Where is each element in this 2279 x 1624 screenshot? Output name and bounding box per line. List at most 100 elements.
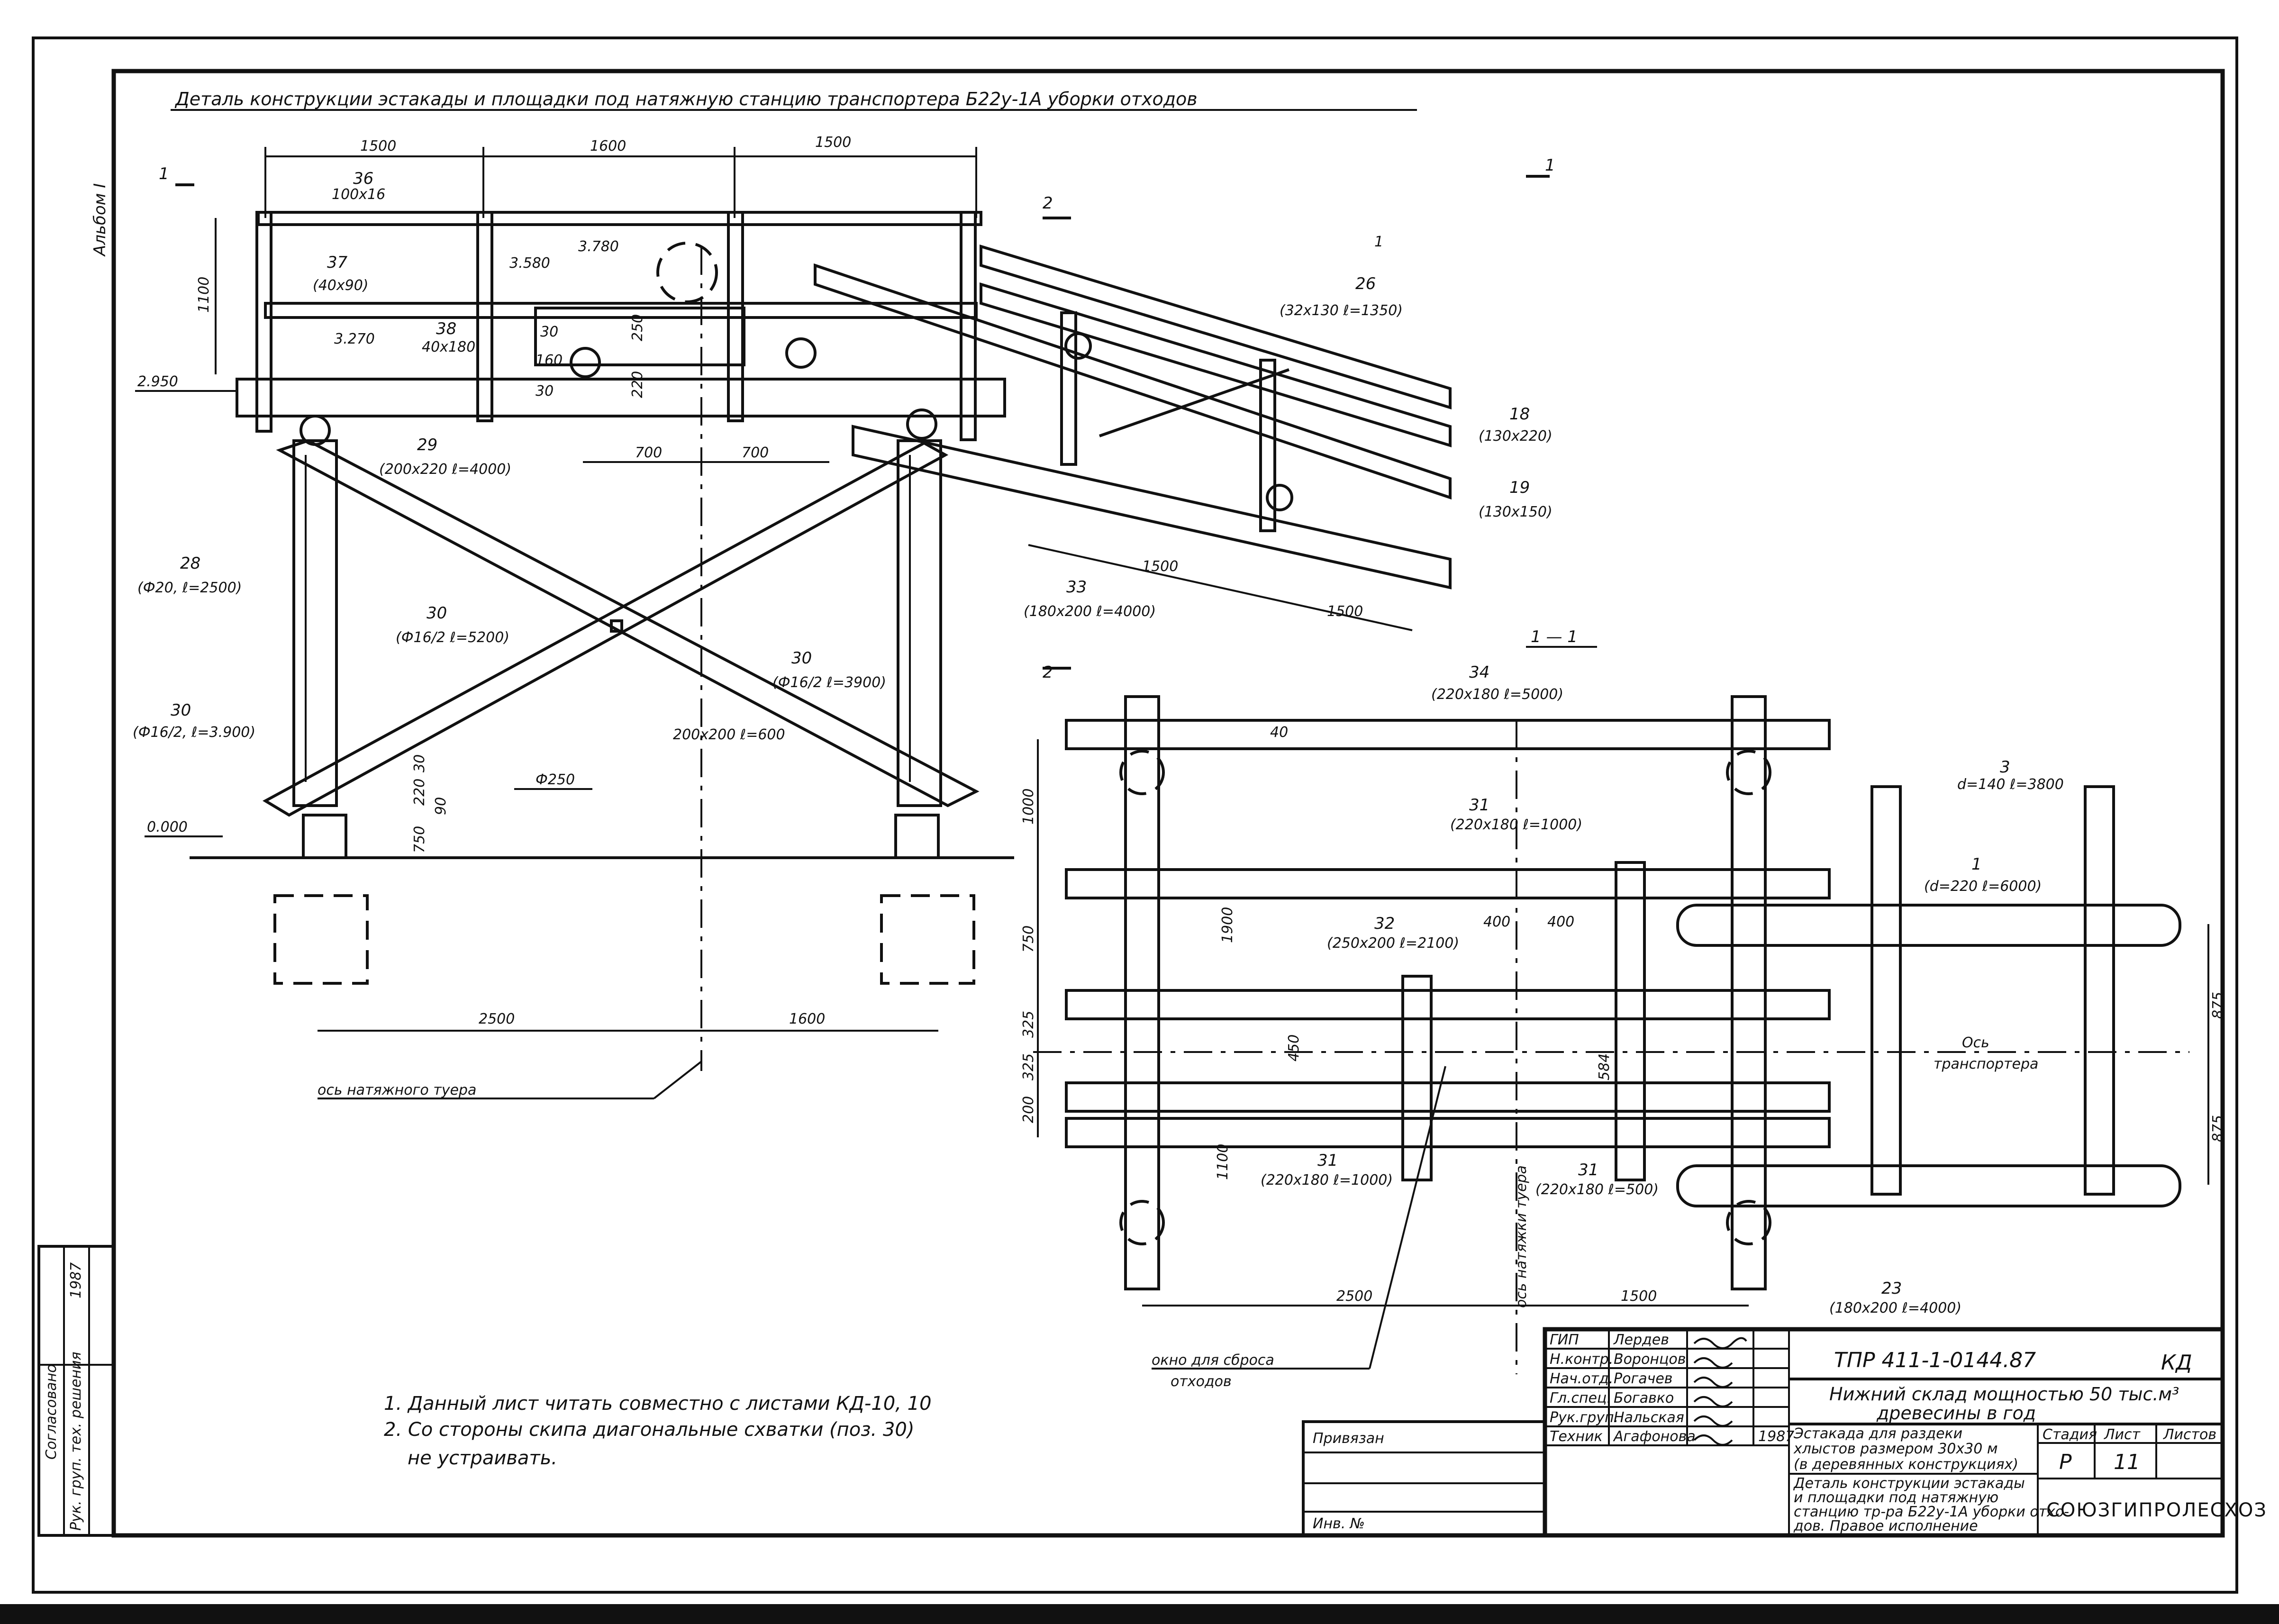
section-mark-1-left: 1: [159, 164, 169, 183]
role-4: Рук.груп.: [1550, 1409, 1618, 1426]
bearing: [1266, 484, 1293, 511]
part-36-size: 100x16: [332, 186, 385, 203]
pile-plan: [1119, 750, 1165, 795]
diagonal-brace-2: [262, 441, 949, 817]
dim-584: 584: [1596, 1053, 1613, 1080]
pile-plan: [1726, 750, 1771, 795]
part-23-size: (180x200 ℓ=4000): [1829, 1300, 1961, 1316]
sheets-label: Листов: [2163, 1426, 2216, 1443]
axis-tension-vertical: ось натяжки туера: [1513, 1165, 1530, 1308]
project-name: Нижний склад мощностью 50 тыс.м³: [1829, 1384, 2179, 1405]
note-3: не устраивать.: [408, 1447, 557, 1469]
dim-90: 90: [433, 797, 449, 815]
tb-year: 1987: [1758, 1428, 1794, 1445]
dim-30-b: 30: [536, 383, 554, 399]
part-18-size: (130x220): [1479, 428, 1553, 445]
part-26-size: (32x130 ℓ=1350): [1280, 302, 1403, 319]
dim-1100-b: 1100: [1215, 1144, 1231, 1180]
bearing: [906, 408, 937, 440]
bearing: [570, 347, 601, 378]
dim-450: 450: [1286, 1034, 1302, 1061]
signature: [1693, 1357, 1733, 1369]
part-30-num-c: 30: [791, 649, 812, 668]
org-name: СОЮЗГИПРОЛЕСХОЗ: [2046, 1499, 2267, 1521]
signature: [1693, 1415, 1733, 1427]
tension-axis-label: ось натяжного туера: [318, 1082, 476, 1098]
dim-700-b: 700: [742, 445, 769, 461]
beam: [1065, 989, 1831, 1020]
drawing-mark: КД: [2161, 1351, 2192, 1375]
project-name-2: древесины в год: [1876, 1403, 2036, 1424]
dim-1500-c: 1500: [1142, 558, 1178, 575]
sheet-desc-3: станцию тр-ра Б22у-1А уборки отхо-: [1794, 1504, 2069, 1520]
sheet-name-3: (в деревянных конструкциях): [1794, 1456, 2018, 1473]
bound-label: Привязан: [1313, 1430, 1384, 1447]
signature: [1693, 1337, 1747, 1349]
part-18-num: 18: [1509, 405, 1530, 424]
part-19-num: 19: [1509, 478, 1530, 497]
log-3: [1870, 785, 1902, 1196]
bolt: [610, 619, 623, 633]
dim-875-a: 875: [2210, 992, 2226, 1019]
conveyor-rail: [980, 244, 1452, 410]
column-left: [292, 439, 338, 807]
beam: [1065, 1117, 1831, 1148]
dim-40: 40: [1270, 724, 1288, 741]
dim-30-c: 30: [411, 754, 428, 772]
dim-200: 200: [1020, 1096, 1037, 1123]
name-4: Нальская: [1614, 1409, 1684, 1426]
pile-diameter: Ф250: [536, 771, 575, 788]
pulley-circle: [656, 242, 718, 303]
part-34-num: 34: [1469, 663, 1489, 682]
stamp-role: Рук. груп. тех. решения: [68, 1352, 84, 1531]
conveyor-strut: [1099, 368, 1289, 437]
part-38-size: 40x180: [422, 339, 475, 355]
role-0: ГИП: [1550, 1332, 1579, 1348]
section-mark-2: 2: [1043, 194, 1053, 213]
dim-1500-a: 1500: [360, 138, 396, 154]
scan-edge: [0, 1604, 2279, 1624]
elev-3580: 3.580: [509, 255, 550, 272]
post: [476, 211, 493, 422]
sheet-name-2: хлыстов размером 30x30 м: [1793, 1441, 1998, 1457]
pile-left: [273, 894, 369, 985]
stage-value: Р: [2059, 1450, 2072, 1474]
section-mark-1-right: 1: [1545, 156, 1555, 175]
conveyor-axis-label-1: Ось: [1962, 1034, 1989, 1051]
name-2: Рогачев: [1614, 1370, 1672, 1387]
part-36-num: 36: [353, 169, 373, 188]
name-3: Богавко: [1614, 1390, 1674, 1406]
part-28-num: 28: [180, 554, 200, 573]
part-26-num: 26: [1355, 274, 1376, 293]
inv-label: Инв. №: [1313, 1515, 1365, 1532]
dim-875-b: 875: [2210, 1115, 2226, 1142]
part-29-size: (200x220 ℓ=4000): [379, 461, 511, 478]
part-31-size-a: (220x180 ℓ=1000): [1450, 817, 1582, 833]
dim-700-a: 700: [635, 445, 662, 461]
part-31-num-b: 31: [1317, 1151, 1338, 1170]
sleeper-31: [1615, 861, 1646, 1181]
conveyor-rail: [814, 263, 1452, 500]
name-1: Воронцов: [1614, 1351, 1686, 1368]
part-1-num: 1: [1971, 855, 1982, 874]
tension-axis-leader: [653, 1061, 702, 1099]
sheet-desc-1: Деталь конструкции эстакады: [1793, 1475, 2025, 1492]
sheet-label: Лист: [2104, 1426, 2141, 1443]
part-32-size: (250x200 ℓ=2100): [1327, 935, 1459, 952]
dim-1900: 1900: [1219, 907, 1236, 943]
part-33-num: 33: [1066, 578, 1087, 597]
dim-1500-b: 1500: [815, 134, 851, 151]
name-5: Агафонова: [1613, 1428, 1696, 1445]
dim-325-b: 325: [1020, 1053, 1037, 1080]
conveyor-axis-label-2: транспортера: [1934, 1056, 2038, 1072]
waste-window-leader: [1369, 1066, 1446, 1369]
left-stamp: Согласовано Рук. груп. тех. решения 1987: [37, 1245, 115, 1537]
part-31-size-c: (220x180 ℓ=500): [1535, 1181, 1659, 1198]
tension-frame: [534, 307, 745, 366]
dim-1500-e: 1500: [1621, 1288, 1657, 1305]
part-30-num-a: 30: [427, 604, 447, 623]
part-1-size: (d=220 ℓ=6000): [1924, 878, 2042, 895]
part-30-size-a: (Ф16/2 ℓ=5200): [396, 629, 509, 646]
part-3-size: d=140 ℓ=3800: [1957, 776, 2064, 793]
